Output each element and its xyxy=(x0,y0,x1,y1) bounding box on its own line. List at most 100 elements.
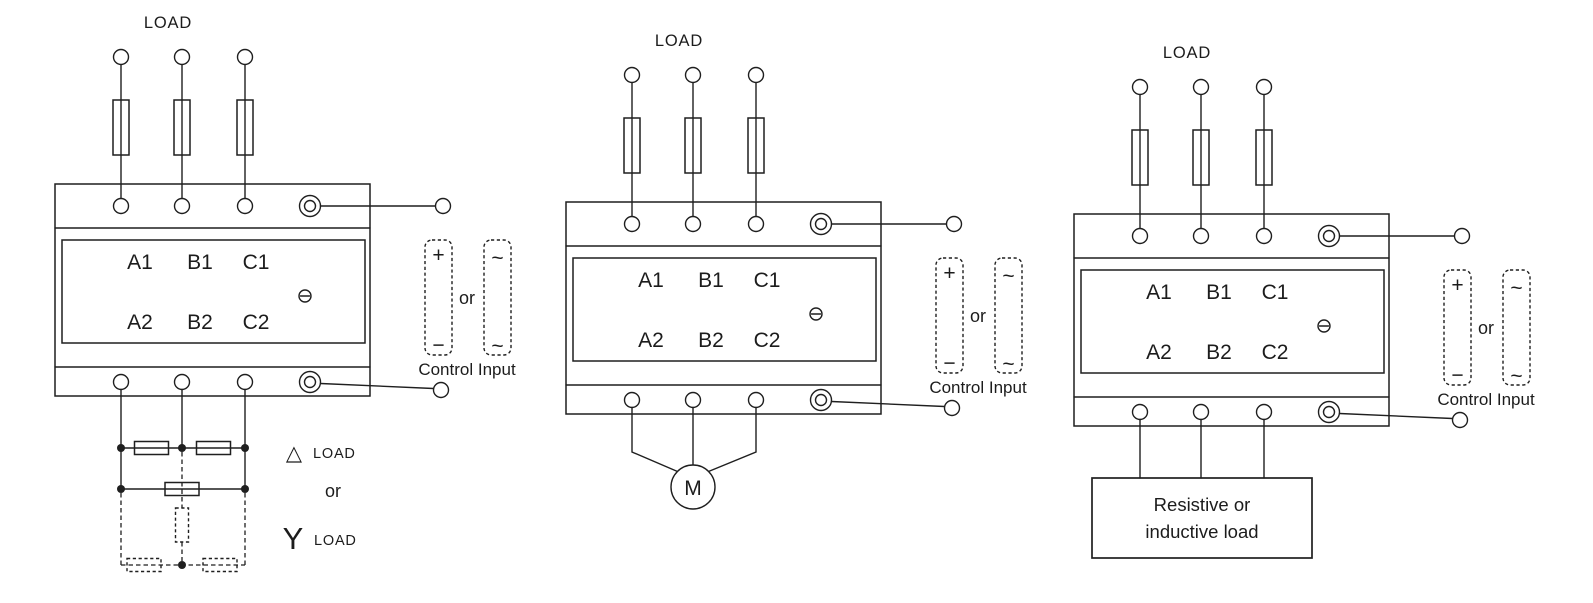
delta-symbol: △ xyxy=(286,442,303,465)
or-label: or xyxy=(325,481,341,501)
terminal-icon xyxy=(112,197,130,215)
motor-icon xyxy=(670,464,716,510)
control-wire-end-icon xyxy=(432,381,450,399)
terminal-label-c2: C2 xyxy=(1262,341,1289,364)
device-outline xyxy=(1073,213,1390,427)
junction-dot-icon xyxy=(117,444,125,452)
ac-control-option-box xyxy=(483,239,512,356)
line-terminal-icon xyxy=(236,48,254,66)
load-section-motor: M xyxy=(631,406,757,510)
or-label: or xyxy=(1478,318,1494,338)
wye-load-element-icon xyxy=(202,557,238,573)
control-input: + − or ~ ~ Control Input xyxy=(418,239,516,379)
terminal-icon xyxy=(684,215,702,233)
load-box-label-line2: inductive load xyxy=(1145,521,1258,542)
terminal-icon xyxy=(236,197,254,215)
junction-dot-icon xyxy=(178,444,186,452)
fuse-icon xyxy=(1131,129,1149,186)
terminal-icon xyxy=(112,373,130,391)
load-label: LOAD xyxy=(144,14,192,32)
control-terminal-icon xyxy=(814,393,828,407)
terminal-label-a1: A1 xyxy=(1146,281,1172,304)
control-terminal-icon xyxy=(1322,405,1336,419)
load-label: LOAD xyxy=(655,32,703,50)
terminal-icon xyxy=(173,373,191,391)
ac-tilde-top: ~ xyxy=(1510,277,1522,300)
wye-symbol: Y xyxy=(283,521,304,556)
line-terminal-icon xyxy=(1192,78,1210,96)
ac-tilde-bottom: ~ xyxy=(1510,365,1522,388)
control-terminal-icon xyxy=(814,217,828,231)
load-feed: LOAD xyxy=(623,32,765,218)
wye-load-element-icon xyxy=(126,557,162,573)
control-wire-end-icon xyxy=(434,197,452,215)
terminal-icon xyxy=(1131,227,1149,245)
label-panel xyxy=(572,257,877,362)
control-terminal-icon xyxy=(303,375,317,389)
ac-tilde-bottom: ~ xyxy=(1002,353,1014,376)
dc-minus-sign: − xyxy=(432,334,444,357)
or-label: or xyxy=(970,306,986,326)
terminal-label-c1: C1 xyxy=(243,251,270,274)
control-input-caption: Control Input xyxy=(418,360,516,379)
load-box xyxy=(1091,477,1313,559)
fuse-icon xyxy=(623,117,641,174)
terminal-label-b2: B2 xyxy=(187,311,213,334)
control-terminal-icon xyxy=(303,199,317,213)
line-terminal-icon xyxy=(684,66,702,84)
control-input-caption: Control Input xyxy=(1437,390,1535,409)
line-terminal-icon xyxy=(112,48,130,66)
control-wire xyxy=(830,400,946,408)
ssr-device: A1 B1 C1 A2 B2 C2 xyxy=(54,183,452,399)
terminal-label-b1: B1 xyxy=(1206,281,1232,304)
terminal-icon xyxy=(173,197,191,215)
label-panel xyxy=(1080,269,1385,374)
line-terminal-icon xyxy=(173,48,191,66)
dc-control-option-box xyxy=(1443,269,1472,386)
dc-control-option-box xyxy=(424,239,453,356)
line-terminal-icon xyxy=(1131,78,1149,96)
junction-dot-icon xyxy=(117,485,125,493)
junction-dot-icon xyxy=(241,444,249,452)
indicator-icon xyxy=(1317,319,1331,333)
dc-plus-sign: + xyxy=(943,262,955,285)
label-panel xyxy=(61,239,366,344)
terminal-label-a1: A1 xyxy=(638,269,664,292)
terminal-icon xyxy=(1255,403,1273,421)
terminal-icon xyxy=(623,391,641,409)
terminal-label-b1: B1 xyxy=(187,251,213,274)
control-wire-end-icon xyxy=(1451,411,1469,429)
motor-label: M xyxy=(684,477,702,500)
dc-control-option-box xyxy=(935,257,964,374)
terminal-label-a1: A1 xyxy=(127,251,153,274)
dc-minus-sign: − xyxy=(1451,364,1463,387)
terminal-label-b2: B2 xyxy=(698,329,724,352)
terminal-icon xyxy=(1192,403,1210,421)
terminal-icon xyxy=(747,391,765,409)
wye-load-label: LOAD xyxy=(314,533,357,549)
fuse-icon xyxy=(684,117,702,174)
wire xyxy=(707,406,757,473)
terminal-label-b1: B1 xyxy=(698,269,724,292)
wire xyxy=(631,406,679,473)
terminal-label-c1: C1 xyxy=(1262,281,1289,304)
fuse-icon xyxy=(173,99,191,156)
load-label: LOAD xyxy=(1163,44,1211,62)
terminal-label-c1: C1 xyxy=(754,269,781,292)
control-input-caption: Control Input xyxy=(929,378,1027,397)
terminal-icon xyxy=(747,215,765,233)
control-wire-end-icon xyxy=(943,399,961,417)
delta-load-element-icon xyxy=(133,440,170,456)
terminal-label-a2: A2 xyxy=(1146,341,1172,364)
diagram-motor-load: LOAD A1 B1 C1 A2 B2 C2 xyxy=(565,32,1027,510)
delta-load-label: LOAD xyxy=(313,446,356,462)
line-terminal-icon xyxy=(1255,78,1273,96)
terminal-icon xyxy=(1192,227,1210,245)
load-section-resistive-inductive: Resistive or inductive load xyxy=(1091,418,1313,559)
control-wire xyxy=(319,382,435,390)
control-wire-end-icon xyxy=(945,215,963,233)
ssr-device: A1 B1 C1 A2 B2 C2 xyxy=(1073,213,1471,429)
star-point-dot-icon xyxy=(178,561,186,569)
